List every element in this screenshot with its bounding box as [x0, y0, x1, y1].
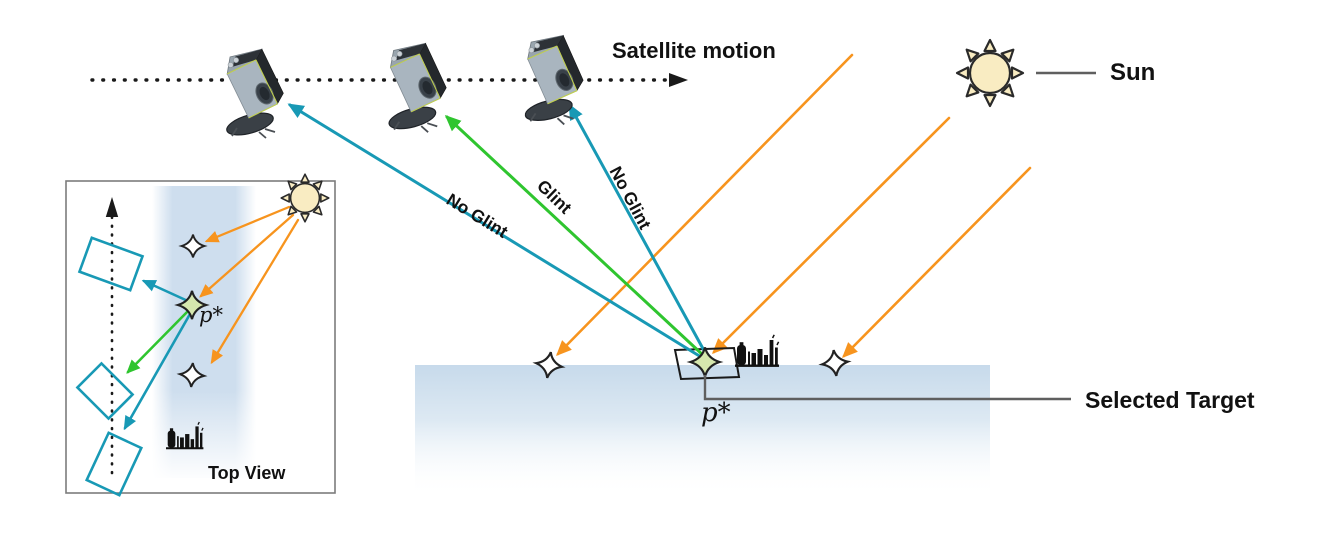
inset-sun-ray-target [199, 213, 295, 298]
footprint-rect [75, 361, 135, 421]
factory-icon [734, 334, 780, 368]
satellite-icon [382, 35, 452, 135]
no-glint-arrow-left [287, 103, 703, 359]
inset-glint-arrow [126, 306, 193, 374]
inset-sun-ray-upper [204, 205, 291, 243]
inset-sun-ray-lower [210, 218, 300, 365]
target-footprint [673, 346, 741, 381]
inset-no-glint-arrow-up [141, 279, 192, 304]
footprint-rect [77, 236, 145, 292]
target-point-label-inset: p* [199, 303, 223, 327]
ground-surface [415, 365, 990, 497]
footprint-group [75, 236, 145, 497]
no-glint-arrow-right [568, 103, 709, 358]
sun-ray-arrow-left [556, 53, 854, 357]
glint-arrow [444, 115, 706, 358]
view-arrow-group [287, 103, 709, 359]
inset-no-glint-arrow-down [123, 305, 196, 431]
satellite-icon [518, 26, 589, 128]
sun-ray-arrow-right [842, 166, 1032, 358]
sun-label: Sun [1110, 59, 1156, 86]
footprint-rect [84, 431, 144, 497]
inset-view-arrow-group [123, 279, 196, 431]
sun-ray-group [556, 53, 1032, 358]
top-view-inset [65, 173, 336, 497]
selected-target-label: Selected Target [1085, 387, 1255, 413]
sun-ray-arrow-target [712, 116, 951, 354]
target-point-label-main: p* [701, 398, 731, 428]
satellite-motion-label: Satellite motion [612, 38, 776, 63]
sun-icon [280, 173, 330, 223]
satellite-icon [220, 41, 288, 141]
top-view-label: Top View [208, 463, 286, 483]
trajectory-arrowhead-icon [669, 73, 688, 87]
selected-target-pointer-line [703, 375, 1071, 401]
sun-icon [955, 38, 1025, 108]
inset-track-arrowhead-icon [105, 197, 119, 217]
inset-sun-ray-group [199, 205, 300, 365]
